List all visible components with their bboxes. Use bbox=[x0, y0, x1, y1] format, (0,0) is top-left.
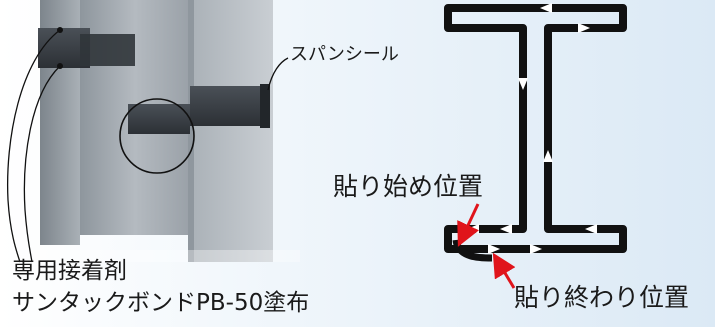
start-indicator-arrow bbox=[457, 203, 480, 247]
arrow-web-down bbox=[518, 78, 528, 90]
arrow-bottom-2 bbox=[500, 224, 512, 234]
bond-product-label: サンタックボンドPB-50塗布 bbox=[12, 290, 310, 316]
arrow-top-left bbox=[540, 3, 552, 13]
leader-dot-2 bbox=[57, 63, 63, 69]
start-position-label: 貼り始め位置 bbox=[333, 172, 484, 201]
tape-web-upper bbox=[80, 34, 135, 66]
tape-inner-loop bbox=[452, 239, 493, 262]
detail-circle bbox=[119, 98, 195, 174]
base-shadow bbox=[0, 250, 300, 262]
tape-front-edge bbox=[260, 84, 270, 128]
adhesive-leader-2 bbox=[23, 65, 61, 263]
h-beam-section bbox=[444, 4, 627, 253]
tape-web-lower bbox=[128, 104, 190, 134]
front-flange-edge bbox=[188, 0, 194, 262]
end-position-label: 貼り終わり位置 bbox=[514, 283, 690, 312]
arrow-top-right bbox=[578, 23, 590, 33]
tape-front-flange bbox=[190, 86, 270, 126]
arrow-web-up bbox=[543, 150, 553, 162]
leader-dot-1 bbox=[57, 27, 63, 33]
tape-path-arrows bbox=[467, 3, 597, 254]
arrow-bottom-4 bbox=[530, 244, 542, 254]
span-seal-label: スパンシール bbox=[290, 44, 399, 65]
arrow-bottom-5 bbox=[488, 244, 500, 254]
h-beam-outline bbox=[444, 4, 627, 253]
start-point-dot bbox=[458, 236, 464, 242]
end-indicator-arrow bbox=[492, 252, 516, 289]
arrow-bottom-1 bbox=[585, 224, 597, 234]
leader-lines bbox=[6, 29, 289, 263]
span-seal-leader bbox=[267, 57, 289, 91]
span-seal-tape bbox=[38, 28, 270, 134]
adhesive-leader-1 bbox=[6, 29, 61, 263]
adhesive-label: 専用接着剤 bbox=[12, 258, 127, 284]
front-flange bbox=[190, 0, 273, 262]
